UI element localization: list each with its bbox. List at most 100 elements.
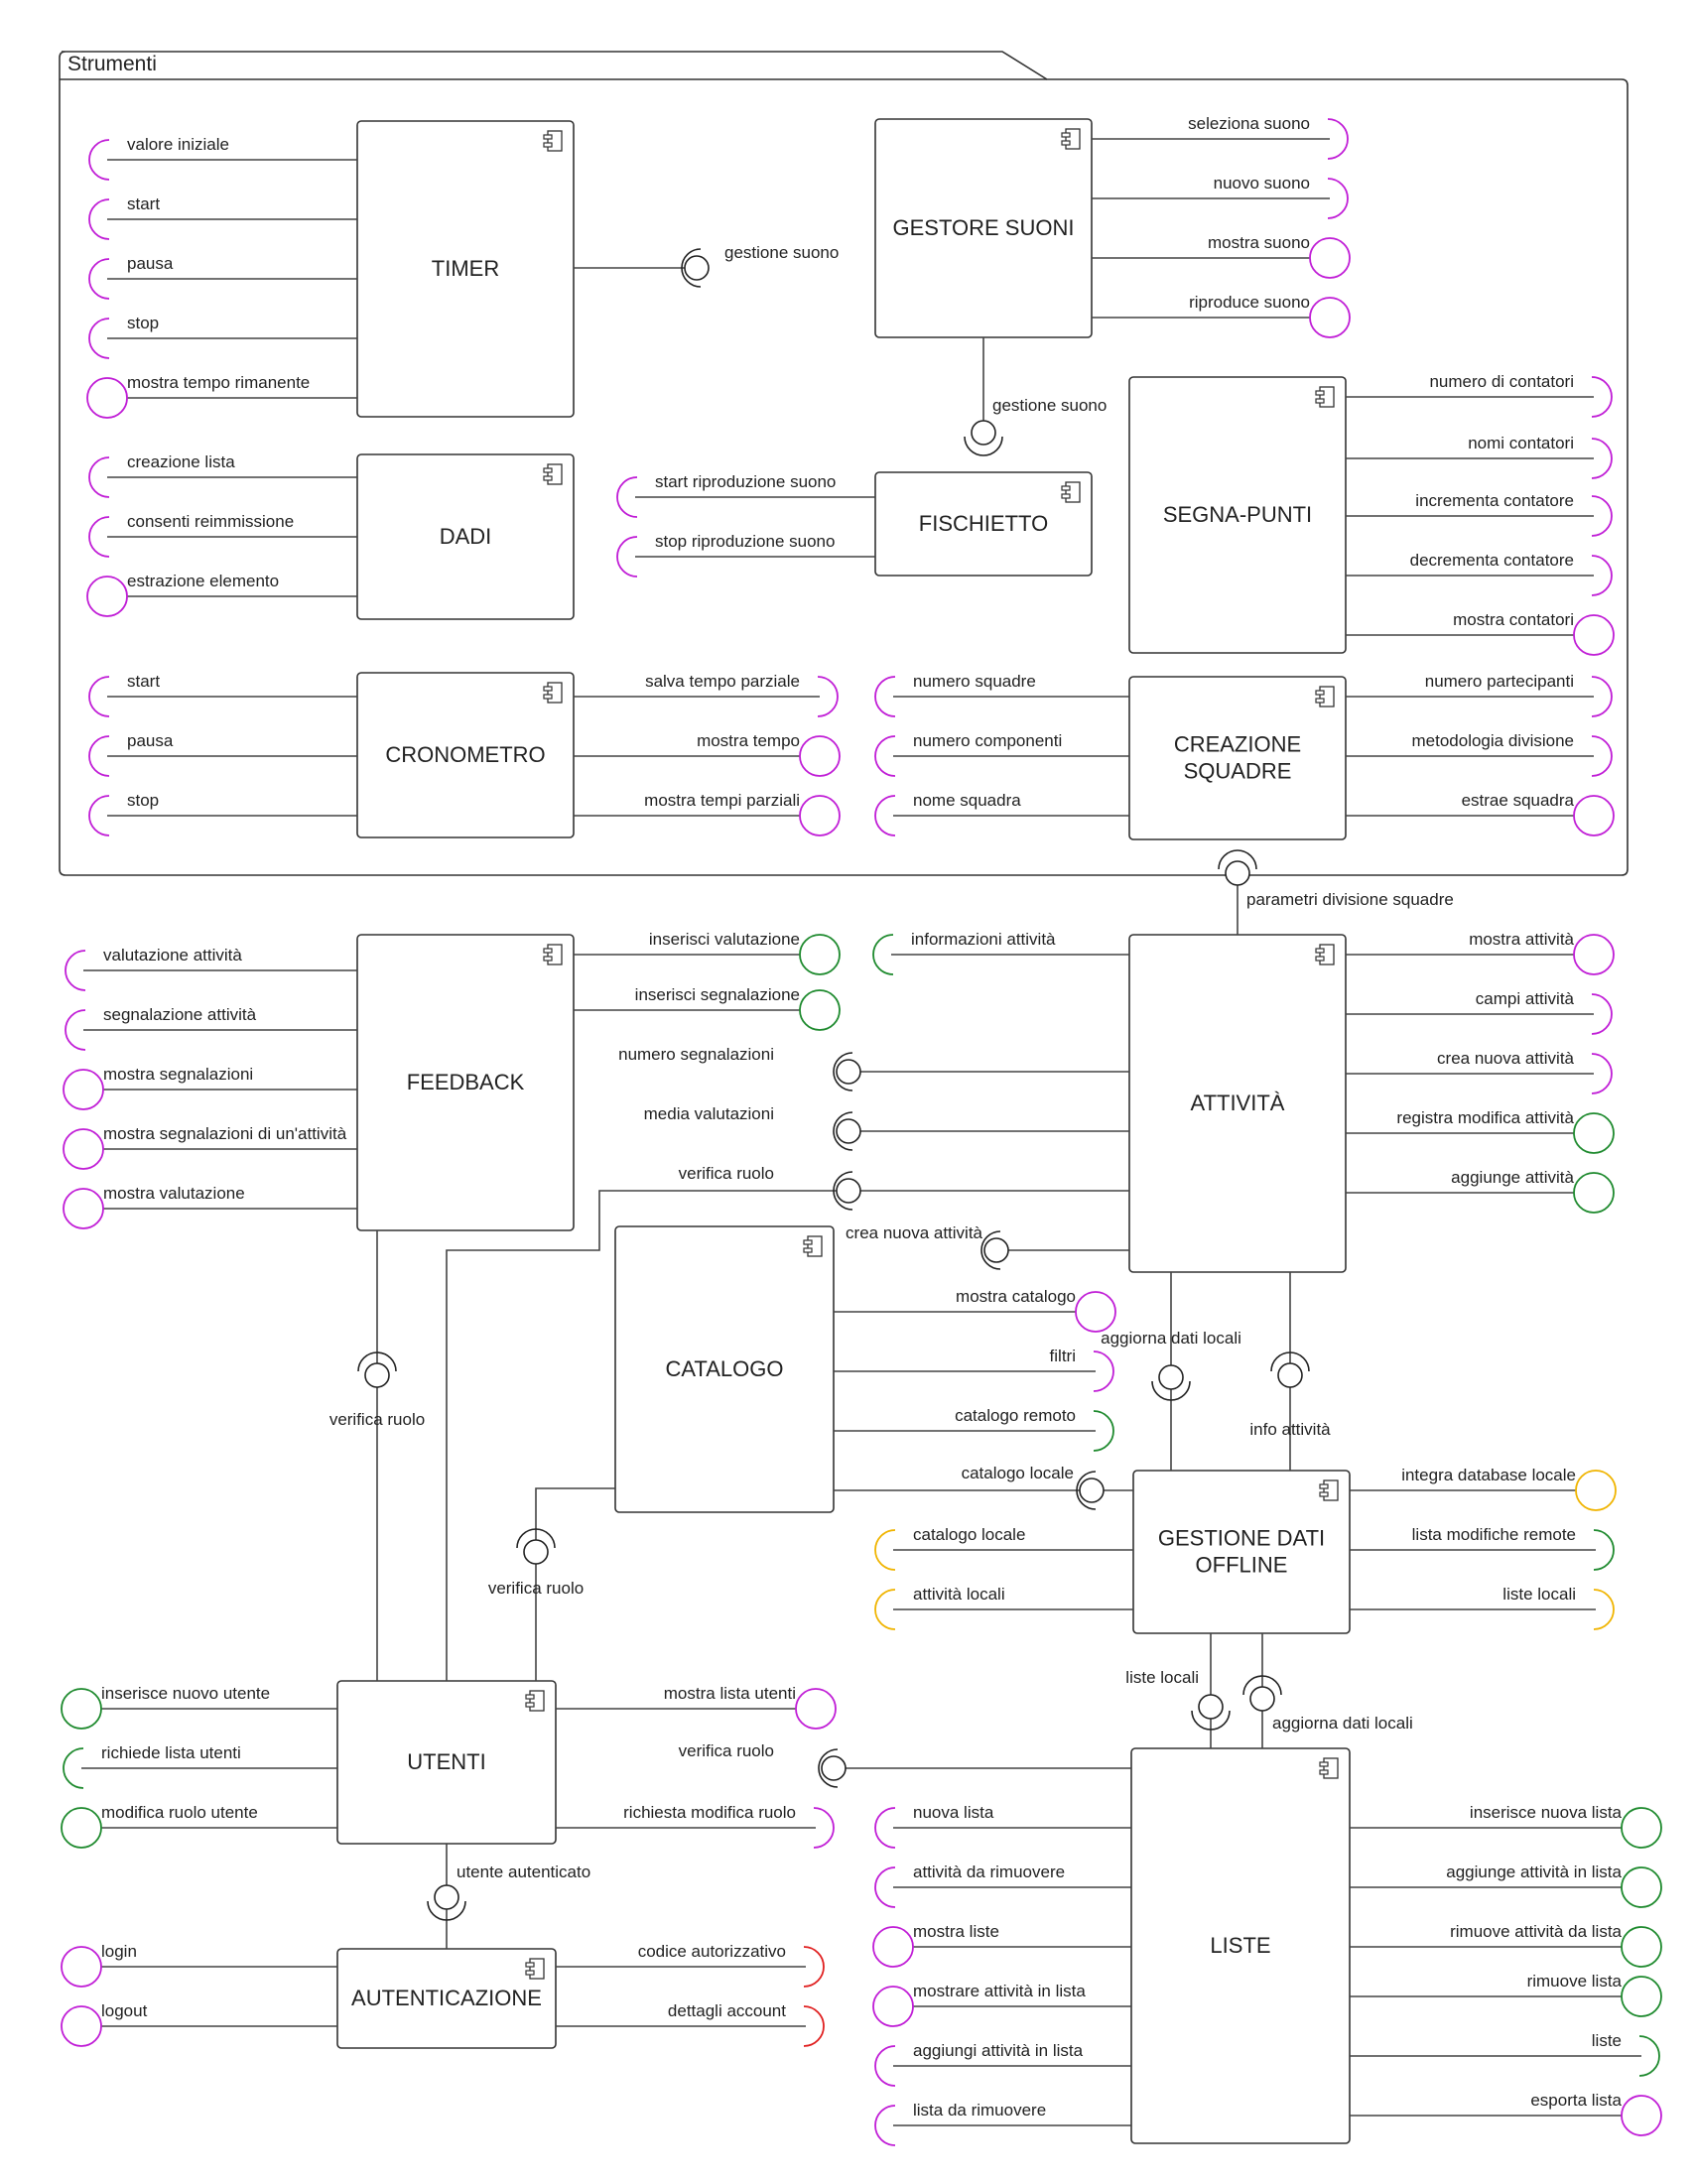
port-label: liste: [1592, 2031, 1622, 2050]
component-icon-tab: [1061, 132, 1071, 138]
component-icon-tab: [543, 956, 553, 962]
port-label: integra database locale: [1401, 1466, 1576, 1484]
component-box: [874, 471, 1093, 577]
assembly-connector: gestione suono: [574, 243, 839, 288]
component-gestore-suoni: GESTORE SUONI: [874, 118, 1093, 338]
port-socket: incrementa contatore: [1346, 491, 1613, 537]
port-label: mostrare attività in lista: [913, 1982, 1086, 2000]
port-label: seleziona suono: [1188, 114, 1310, 133]
port-label: inserisce nuovo utente: [101, 1684, 270, 1703]
required-interface-icon: [1638, 2035, 1660, 2077]
component-icon: [525, 1690, 545, 1712]
port-label: mostra tempi parziali: [644, 791, 800, 810]
port-label: nuovo suono: [1214, 174, 1310, 193]
component-name: FISCHIETTO: [919, 511, 1048, 536]
port-label: valutazione attività: [103, 946, 242, 964]
component-name: CREAZIONE: [1174, 732, 1301, 757]
required-interface-icon: [1093, 1350, 1114, 1392]
port-label: richiede lista utenti: [101, 1743, 241, 1762]
component-icon-tab: [1315, 390, 1325, 396]
provided-interface-icon: [1621, 1807, 1662, 1849]
assembly-connector: aggiorna dati locali: [1101, 1272, 1241, 1471]
component-icon-body: [547, 944, 563, 965]
assembly-socket-icon: [833, 1171, 853, 1211]
provided-interface-icon: [1621, 1866, 1662, 1908]
component-icon-tab: [543, 134, 553, 140]
port-ball: inserisci valutazione: [574, 930, 841, 975]
component-utenti: UTENTI: [336, 1680, 557, 1845]
assembly-ball-icon: [836, 1118, 861, 1144]
component-icon: [543, 463, 563, 485]
provided-interface-icon: [63, 1128, 104, 1170]
port-socket: lista modifiche remote: [1350, 1525, 1615, 1571]
port-ball: estrazione elemento: [86, 572, 357, 617]
assembly-socket-icon: [980, 1230, 1001, 1270]
provided-interface-icon: [799, 795, 841, 836]
port-label: mostra catalogo: [956, 1287, 1076, 1306]
port-label: mostra suono: [1208, 233, 1310, 252]
required-interface-icon: [65, 1009, 86, 1051]
port-label: stop: [127, 314, 159, 332]
component-icon-tab: [803, 1239, 813, 1245]
component-icon-body: [1319, 686, 1335, 707]
assembly-ball-icon: [1158, 1364, 1184, 1390]
assembly-connector: parametri divisione squadre: [1218, 849, 1454, 935]
assembly-connector: crea nuova attività: [846, 1223, 1129, 1270]
port-label: valore iniziale: [127, 135, 229, 154]
assembly-ball-icon: [983, 1237, 1009, 1263]
assembly-socket-icon: [427, 1900, 466, 1921]
provided-interface-icon: [795, 1688, 837, 1730]
required-interface-icon: [1593, 1589, 1615, 1630]
required-interface-icon: [88, 676, 110, 717]
assembly-ball-icon: [971, 420, 996, 446]
component-icon-tab: [543, 475, 553, 481]
port-socket: valutazione attività: [65, 946, 357, 991]
required-interface-icon: [874, 2045, 896, 2087]
component-icon-tab: [525, 1970, 535, 1976]
port-socket: filtri: [834, 1347, 1114, 1392]
port-socket: dettagli account: [556, 2001, 825, 2047]
port-socket: aggiungi attività in lista: [874, 2041, 1131, 2087]
connector-label: liste locali: [1125, 1668, 1199, 1687]
port-label: decrementa contatore: [1410, 551, 1574, 570]
assembly-ball-icon: [1249, 1686, 1275, 1712]
port-label: mostra tempo: [697, 731, 800, 750]
provided-interface-icon: [1309, 237, 1351, 279]
component-icon-tab: [543, 948, 553, 954]
port-label: numero di contatori: [1429, 372, 1574, 391]
port-socket: richiesta modifica ruolo: [556, 1803, 835, 1849]
port-label: inserisci valutazione: [649, 930, 800, 949]
port-ball: inserisce nuova lista: [1350, 1803, 1662, 1849]
assembly-connector: verifica ruolo: [329, 1230, 425, 1681]
component-timer: TIMER: [356, 120, 575, 418]
required-interface-icon: [874, 795, 896, 836]
assembly-connector: verifica ruolo: [488, 1487, 615, 1681]
component-box: [1132, 1470, 1351, 1634]
assembly-connector: catalogo locale: [834, 1464, 1133, 1510]
connector-label: numero segnalazioni: [618, 1045, 774, 1064]
port-socket: liste: [1350, 2031, 1660, 2077]
port-label: incrementa contatore: [1415, 491, 1574, 510]
required-interface-icon: [616, 476, 638, 518]
required-interface-icon: [1591, 676, 1613, 717]
required-interface-icon: [1591, 993, 1613, 1035]
port-socket: consenti reimmissione: [88, 512, 357, 558]
provided-interface-icon: [61, 1807, 102, 1849]
required-interface-icon: [1591, 438, 1613, 479]
provided-interface-icon: [872, 1986, 914, 2027]
component-icon-body: [529, 1958, 545, 1980]
port-label: salva tempo parziale: [645, 672, 800, 691]
component-box: [356, 934, 575, 1231]
assembly-socket-icon: [357, 1351, 397, 1372]
provided-interface-icon: [1573, 1172, 1615, 1214]
port-ball: mostra lista utenti: [556, 1684, 837, 1730]
port-label: crea nuova attività: [1437, 1049, 1575, 1068]
assembly-socket-icon: [1242, 1675, 1282, 1696]
assembly-socket-icon: [964, 436, 1003, 456]
port-socket: lista da rimuovere: [874, 2101, 1131, 2146]
connector-label: catalogo locale: [962, 1464, 1074, 1482]
assembly-ball-icon: [1079, 1477, 1105, 1503]
port-ball: inserisce nuovo utente: [61, 1684, 337, 1730]
